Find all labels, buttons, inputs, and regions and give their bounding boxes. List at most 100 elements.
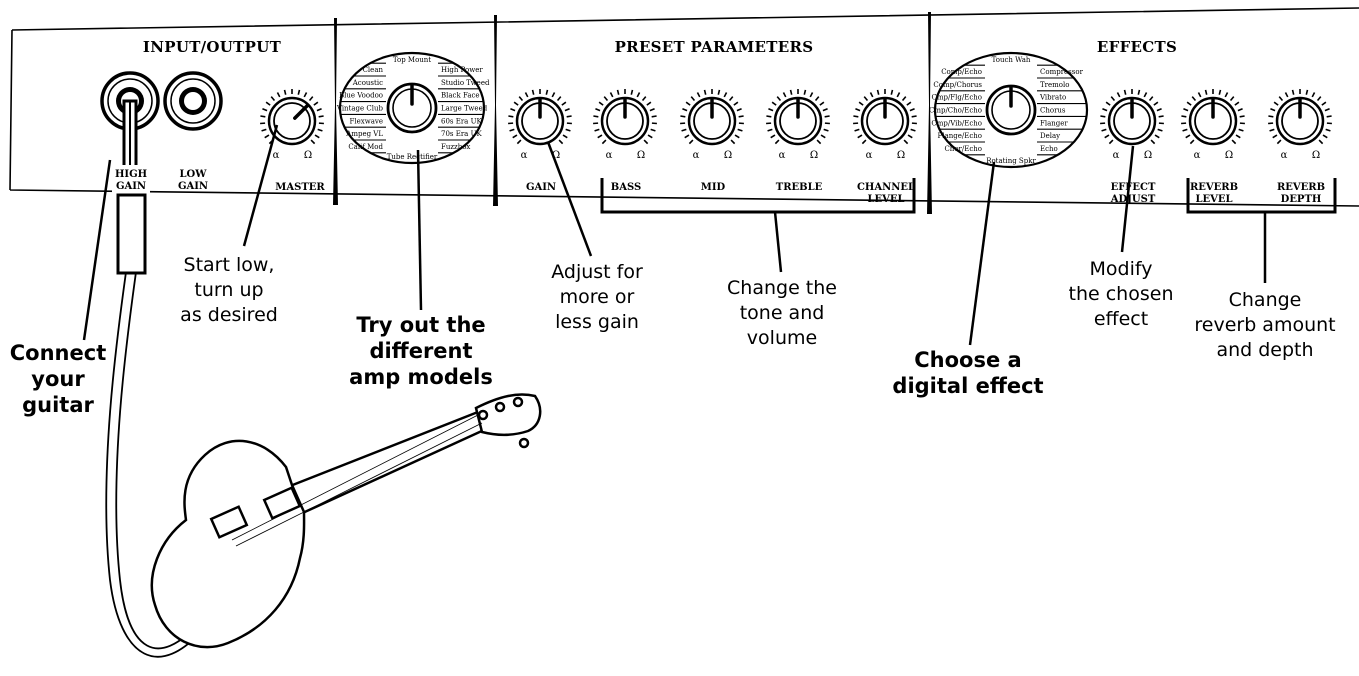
bracket-reverb-group (1186, 178, 1337, 214)
knob-scale-max: Ω (552, 150, 560, 161)
effect-option-left[interactable]: Cmp/Vib/Echo (931, 119, 982, 127)
svg-text:Connect: Connect (10, 341, 106, 365)
bracket-tone-group (600, 178, 916, 214)
effect-option-left[interactable]: Chor/Echo (944, 145, 982, 153)
knob-scale-min: α (606, 150, 613, 161)
amp-model-option-right[interactable]: Studio Tweed (441, 79, 490, 87)
amp-model-option-top[interactable]: Top Mount (393, 56, 431, 64)
caption-modify-effect: Modify the chosen effect (1069, 258, 1174, 330)
svg-text:LOW: LOW (180, 169, 208, 180)
svg-text:and depth: and depth (1216, 339, 1313, 361)
low-gain-jack[interactable] (163, 71, 223, 131)
panel-outline (9, 7, 1359, 207)
knob-scale-max: Ω (1144, 150, 1152, 161)
amp-model-option-right[interactable]: Large Tweed (441, 105, 488, 113)
amp-model-option-left[interactable]: Clean (363, 66, 384, 74)
amp-model-option-left[interactable]: Ampeg VL (345, 130, 383, 138)
callout-lines (82, 124, 1267, 346)
electric-guitar-illustration (150, 393, 542, 649)
amp-model-option-bottom[interactable]: Tube Rectifier (387, 153, 438, 161)
svg-text:Change the: Change the (727, 277, 837, 299)
svg-text:tone and: tone and (740, 302, 825, 324)
svg-text:HIGH: HIGH (115, 169, 147, 180)
knob-label-gain: GAIN (526, 182, 556, 193)
effect-option-left[interactable]: Cmp/Flg/Echo (931, 94, 982, 102)
amp-model-option-right[interactable]: Black Face (441, 92, 480, 100)
amp-model-option-right[interactable]: High Power (441, 66, 483, 74)
svg-text:digital effect: digital effect (892, 374, 1043, 398)
guitar-strings (231, 414, 483, 547)
knob-scale-min: α (866, 150, 873, 161)
svg-text:Choose a: Choose a (914, 348, 1021, 372)
effect-option-right[interactable]: Delay (1040, 132, 1060, 140)
svg-text:amp models: amp models (349, 365, 493, 389)
svg-text:guitar: guitar (22, 393, 94, 417)
svg-text:LEVEL: LEVEL (1195, 194, 1232, 205)
amp-model-option-left[interactable]: Blue Voodoo (339, 92, 383, 100)
guitar-plug (116, 99, 147, 275)
svg-text:REVERB: REVERB (1277, 182, 1325, 193)
knob-scale-max: Ω (304, 150, 312, 161)
svg-text:ADJUST: ADJUST (1110, 194, 1156, 205)
knob-label-reverb-level: REVERB LEVEL (1190, 182, 1238, 205)
effect-option-right[interactable]: Flanger (1040, 119, 1068, 127)
effect-option-bottom[interactable]: Rotating Spkr (986, 157, 1036, 165)
knob-label-bass: BASS (611, 182, 641, 193)
amp-model-option-left[interactable]: Calif Mod (348, 143, 383, 151)
knob-label-reverb-depth: REVERB DEPTH (1277, 182, 1325, 205)
caption-tone-volume: Change the tone and volume (727, 277, 837, 349)
svg-text:different: different (369, 339, 472, 363)
knob-scale-min: α (779, 150, 786, 161)
svg-text:REVERB: REVERB (1190, 182, 1238, 193)
knob-scale-max: Ω (897, 150, 905, 161)
knob-scale-min: α (1281, 150, 1288, 161)
svg-text:volume: volume (747, 327, 817, 349)
section-title-input-output: INPUT/OUTPUT (143, 38, 282, 56)
effect-option-right[interactable]: Chorus (1040, 107, 1066, 115)
knob-scale-min: α (693, 150, 700, 161)
effect-option-right[interactable]: Echo (1040, 145, 1058, 153)
svg-text:EFFECT: EFFECT (1111, 182, 1156, 193)
effect-option-right[interactable]: Tremolo (1040, 81, 1069, 89)
effect-option-top[interactable]: Touch Wah (992, 56, 1031, 64)
caption-reverb: Change reverb amount and depth (1194, 289, 1335, 361)
svg-text:CHANNEL: CHANNEL (857, 182, 915, 193)
amp-model-option-right[interactable]: Fuzzbox (441, 143, 470, 151)
effect-option-left[interactable]: Flange/Echo (937, 132, 982, 140)
caption-amp-models: Try out the different amp models (349, 313, 493, 389)
svg-text:more or: more or (560, 286, 635, 308)
effect-option-left[interactable]: Comp/Chorus (933, 81, 982, 89)
amp-model-option-left[interactable]: Flexwave (350, 117, 383, 125)
knob-scale-min: α (1113, 150, 1120, 161)
amp-model-option-left[interactable]: Acoustic (352, 79, 383, 87)
knob-scale-min: α (273, 150, 280, 161)
svg-text:GAIN: GAIN (116, 181, 146, 192)
effect-option-left[interactable]: Cmp/Cho/Echo (929, 107, 982, 115)
effect-option-right[interactable]: Vibrato (1039, 94, 1066, 102)
amp-model-option-right[interactable]: 60s Era UK (441, 117, 482, 125)
svg-text:turn up: turn up (194, 279, 263, 301)
amp-model-option-right[interactable]: 70s Era UK (441, 130, 482, 138)
svg-text:Modify: Modify (1090, 258, 1153, 280)
svg-text:reverb amount: reverb amount (1194, 314, 1335, 336)
section-title-effects: EFFECTS (1097, 38, 1177, 56)
knob-scale-max: Ω (810, 150, 818, 161)
amp-model-option-left[interactable]: Vintage Club (336, 105, 384, 113)
svg-text:as desired: as desired (180, 304, 278, 326)
effect-option-right[interactable]: Compressor (1040, 68, 1084, 76)
knob-scale-max: Ω (1312, 150, 1320, 161)
effect-option-left[interactable]: Comp/Echo (941, 68, 982, 76)
svg-text:Start low,: Start low, (184, 254, 275, 276)
